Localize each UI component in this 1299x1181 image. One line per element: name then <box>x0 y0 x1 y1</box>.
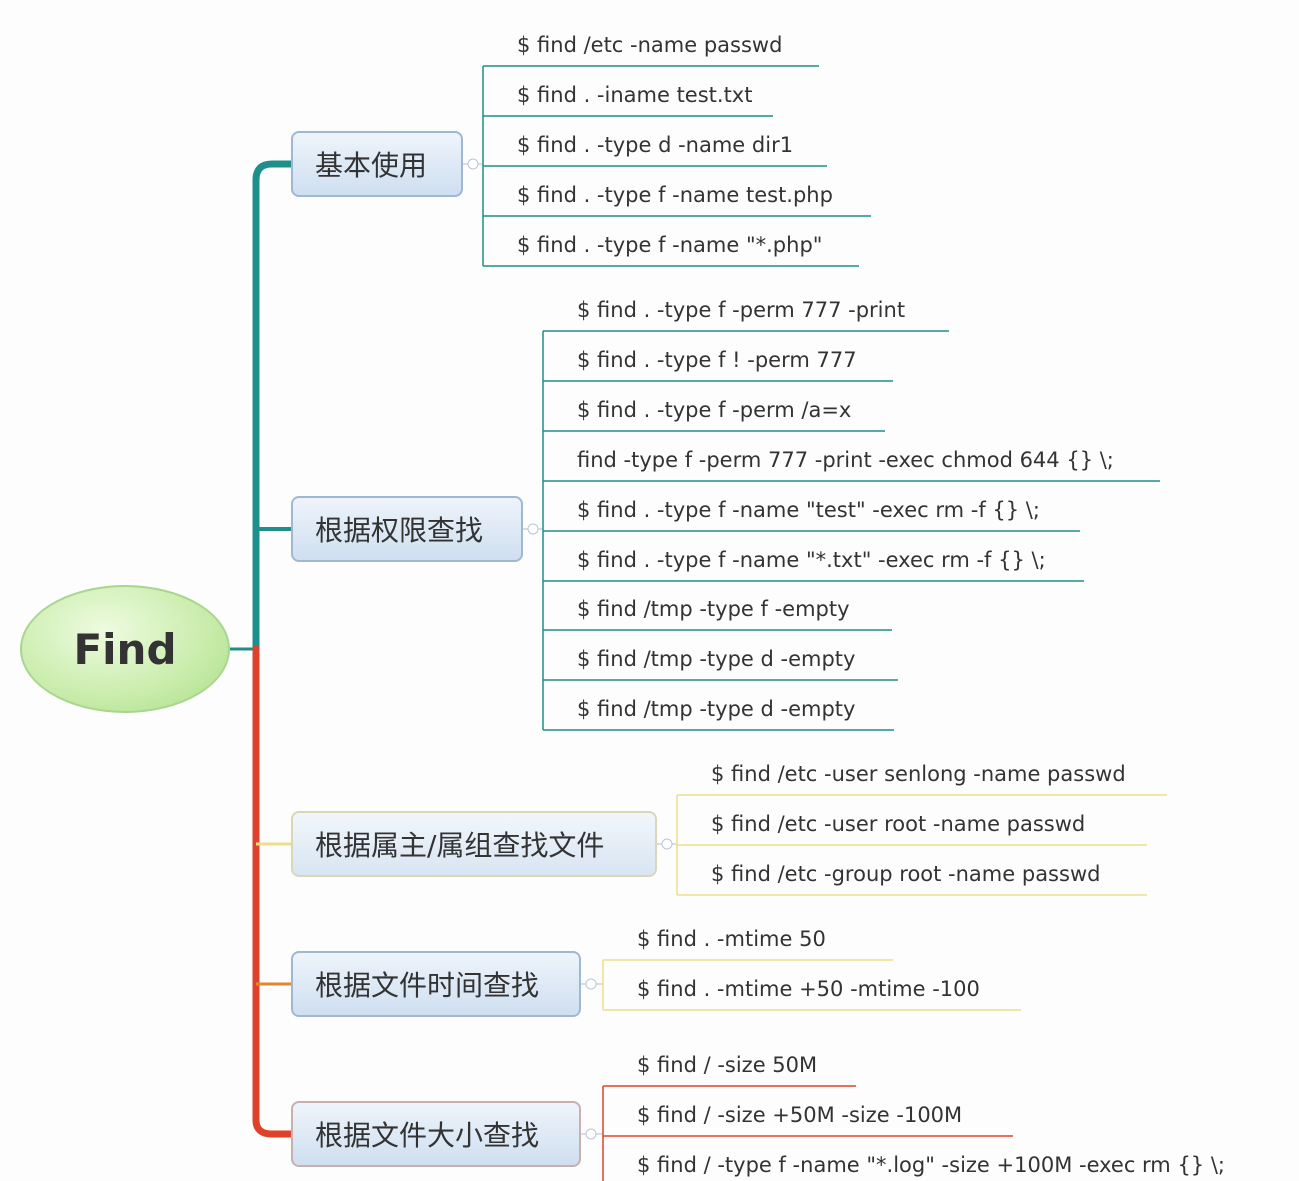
leaf-command[interactable]: $ find /tmp -type d -empty <box>577 647 856 671</box>
collapse-toggle-icon <box>661 838 673 850</box>
leaf-command[interactable]: $ find /tmp -type f -empty <box>577 597 850 621</box>
leaf-command[interactable]: $ find /etc -user root -name passwd <box>711 812 1086 836</box>
leaf-command[interactable]: $ find /etc -group root -name passwd <box>711 862 1101 886</box>
leaf-command[interactable]: $ find . -type f -name test.php <box>517 183 833 207</box>
leaf-command[interactable]: $ find . -iname test.txt <box>517 83 753 107</box>
leaf-command[interactable]: $ find . -type f -perm /a=x <box>577 398 852 422</box>
leaf-command[interactable]: $ find . -mtime 50 <box>637 927 826 951</box>
trunk-line-down <box>252 645 295 1138</box>
branch-label: 根据属主/属组查找文件 <box>315 829 605 862</box>
leaf-command[interactable]: $ find / -size +50M -size -100M <box>637 1103 963 1127</box>
branch-label: 根据文件大小查找 <box>315 1119 540 1152</box>
branch-by-permission[interactable]: 根据权限查找 <box>291 496 523 562</box>
branch-label: 根据文件时间查找 <box>315 969 540 1002</box>
root-label: Find <box>73 624 177 674</box>
branch-by-size[interactable]: 根据文件大小查找 <box>291 1101 581 1167</box>
root-node[interactable]: Find <box>20 585 230 713</box>
leaf-command[interactable]: $ find . -type d -name dir1 <box>517 133 794 157</box>
leaf-command[interactable]: $ find /etc -name passwd <box>517 33 783 57</box>
leaf-command[interactable]: $ find . -type f ! -perm 777 <box>577 348 857 372</box>
leaf-command[interactable]: $ find / -size 50M <box>637 1053 818 1077</box>
branch-label: 基本使用 <box>315 149 428 182</box>
collapse-toggle-icon <box>585 978 597 990</box>
leaf-command[interactable]: $ find . -type f -name "test" -exec rm -… <box>577 498 1040 522</box>
leaf-command[interactable]: $ find /etc -user senlong -name passwd <box>711 762 1126 786</box>
leaf-command[interactable]: $ find . -type f -perm 777 -print <box>577 298 906 322</box>
leaf-command[interactable]: $ find . -type f -name "*.txt" -exec rm … <box>577 548 1046 572</box>
trunk-line-up <box>252 160 295 653</box>
leaf-command[interactable]: $ find . -type f -name "*.php" <box>517 233 823 257</box>
branch-by-owner-group[interactable]: 根据属主/属组查找文件 <box>291 811 657 877</box>
leaf-command[interactable]: $ find . -mtime +50 -mtime -100 <box>637 977 980 1001</box>
collapse-toggle-icon <box>467 158 479 170</box>
branch-label: 根据权限查找 <box>315 514 484 547</box>
leaf-command[interactable]: $ find /tmp -type d -empty <box>577 697 856 721</box>
leaf-command[interactable]: $ find / -type f -name "*.log" -size +10… <box>637 1153 1225 1177</box>
collapse-toggle-icon <box>527 523 539 535</box>
leaf-command[interactable]: find -type f -perm 777 -print -exec chmo… <box>577 448 1114 472</box>
branch-by-time[interactable]: 根据文件时间查找 <box>291 951 581 1017</box>
branch-basic-usage[interactable]: 基本使用 <box>291 131 463 197</box>
collapse-toggle-icon <box>585 1128 597 1140</box>
